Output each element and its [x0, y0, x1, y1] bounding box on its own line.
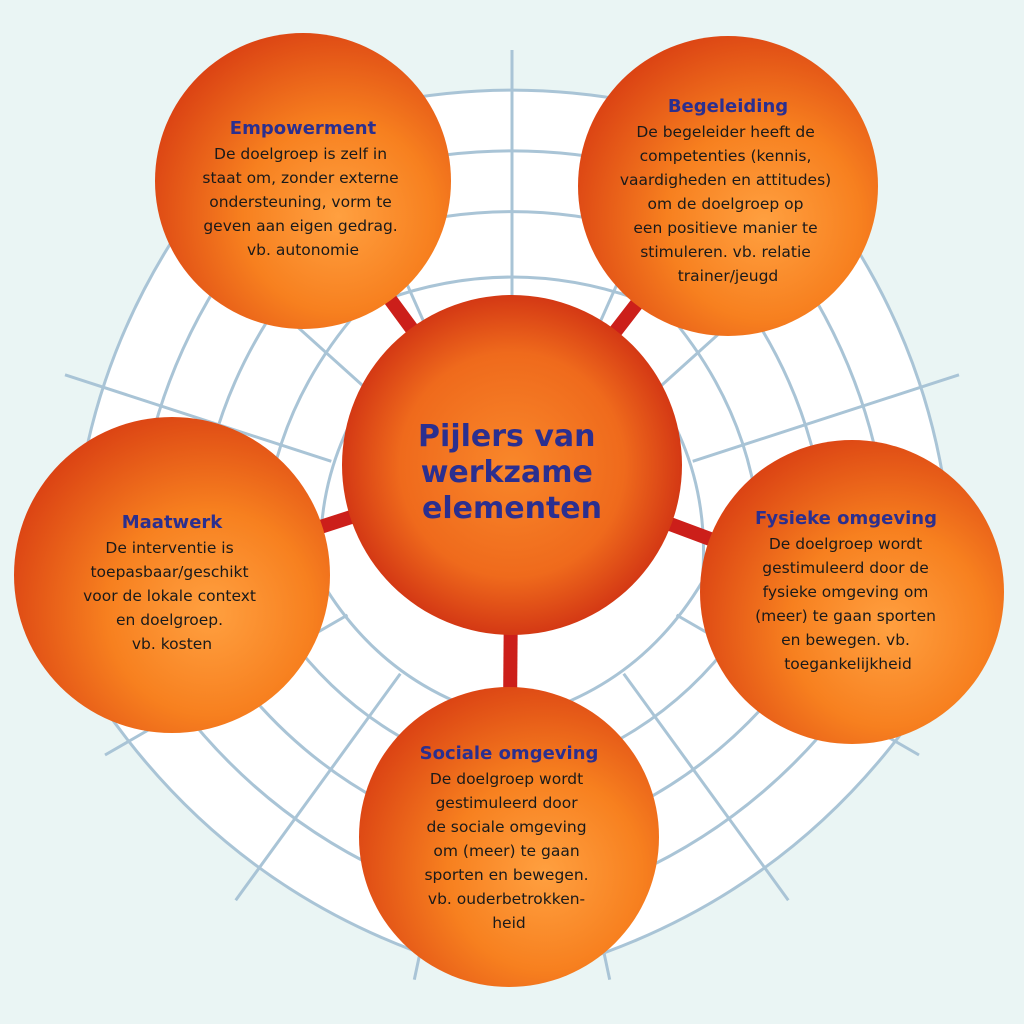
node-sociale-omgeving-line: heid: [492, 914, 526, 932]
node-maatwerk-line: De interventie is: [105, 539, 233, 557]
hub-title-line-3: elementen: [422, 491, 602, 526]
svg-text:De doelgroep wordt gesti: De doelgroep wordt gestimuleerd door de …: [424, 770, 593, 932]
node-begeleiding-line: competenties (kennis,: [640, 147, 812, 165]
node-empowerment-title: Empowerment: [230, 118, 377, 139]
node-sociale-omgeving-line: sporten en bewegen.: [424, 866, 588, 884]
node-maatwerk-line: en doelgroep.: [116, 611, 223, 629]
node-empowerment-line: ondersteuning, vorm te: [209, 193, 392, 211]
node-maatwerk-line: voor de lokale context: [83, 587, 256, 605]
node-fysieke-omgeving-line: fysieke omgeving om: [763, 583, 929, 601]
hub-title-line-2: werkzame: [421, 455, 593, 490]
node-fysieke-omgeving-line: gestimuleerd door de: [762, 559, 928, 577]
svg-text:De begeleider heeft de c: De begeleider heeft de competenties (ken…: [620, 123, 836, 285]
node-maatwerk-line: vb. kosten: [132, 635, 212, 653]
node-fysieke-omgeving: Fysieke omgeving De doelgroep wordt gest…: [700, 440, 1004, 744]
node-sociale-omgeving-line: De doelgroep wordt: [430, 770, 583, 788]
node-sociale-omgeving-title: Sociale omgeving: [420, 743, 599, 764]
node-maatwerk-line: toepasbaar/geschikt: [90, 563, 248, 581]
svg-text:De interventie is toepas: De interventie is toepasbaar/geschikt vo…: [83, 539, 261, 653]
node-sociale-omgeving-line: de sociale omgeving: [427, 818, 587, 836]
svg-text:De doelgroep wordt gesti: De doelgroep wordt gestimuleerd door de …: [755, 535, 941, 673]
node-fysieke-omgeving-line: toegankelijkheid: [784, 655, 912, 673]
node-empowerment-line: De doelgroep is zelf in: [214, 145, 387, 163]
node-begeleiding: Begeleiding De begeleider heeft de compe…: [578, 36, 878, 336]
node-empowerment-line: staat om, zonder externe: [202, 169, 398, 187]
node-begeleiding-line: trainer/jeugd: [678, 267, 779, 285]
node-sociale-omgeving: Sociale omgeving De doelgroep wordt gest…: [359, 687, 659, 987]
node-fysieke-omgeving-line: (meer) te gaan sporten: [755, 607, 936, 625]
node-maatwerk: Maatwerk De interventie is toepasbaar/ge…: [14, 417, 330, 733]
grid-spoke: [692, 373, 960, 463]
hub-circle: Pijlers van werkzame elementen: [342, 295, 682, 635]
node-sociale-omgeving-line: om (meer) te gaan: [433, 842, 579, 860]
node-fysieke-omgeving-title: Fysieke omgeving: [755, 508, 937, 529]
node-sociale-omgeving-line: vb. ouderbetrokken-: [428, 890, 585, 908]
hub-title-line-1: Pijlers van: [418, 419, 595, 454]
node-sociale-omgeving-line: gestimuleerd door: [435, 794, 578, 812]
node-empowerment-line: geven aan eigen gedrag.: [203, 217, 397, 235]
node-begeleiding-line: vaardigheden en attitudes): [620, 171, 831, 189]
node-fysieke-omgeving-line: en bewegen. vb.: [781, 631, 910, 649]
svg-text:De doelgroep is zelf in: De doelgroep is zelf in staat om, zonder…: [202, 145, 403, 259]
node-maatwerk-title: Maatwerk: [122, 512, 224, 533]
svg-text:Pijlers van werkzame: Pijlers van werkzame elementen: [418, 419, 606, 526]
grid-spoke: [64, 373, 332, 463]
grid-spoke: [622, 672, 790, 902]
grid-spoke: [234, 672, 402, 902]
node-empowerment: Empowerment De doelgroep is zelf in staa…: [155, 33, 451, 329]
node-fysieke-omgeving-line: De doelgroep wordt: [769, 535, 922, 553]
node-begeleiding-line: stimuleren. vb. relatie: [640, 243, 811, 261]
node-begeleiding-title: Begeleiding: [668, 96, 788, 117]
node-begeleiding-line: De begeleider heeft de: [636, 123, 814, 141]
node-empowerment-line: vb. autonomie: [247, 241, 359, 259]
node-begeleiding-line: een positieve manier te: [633, 219, 817, 237]
node-begeleiding-line: om de doelgroep op: [648, 195, 804, 213]
